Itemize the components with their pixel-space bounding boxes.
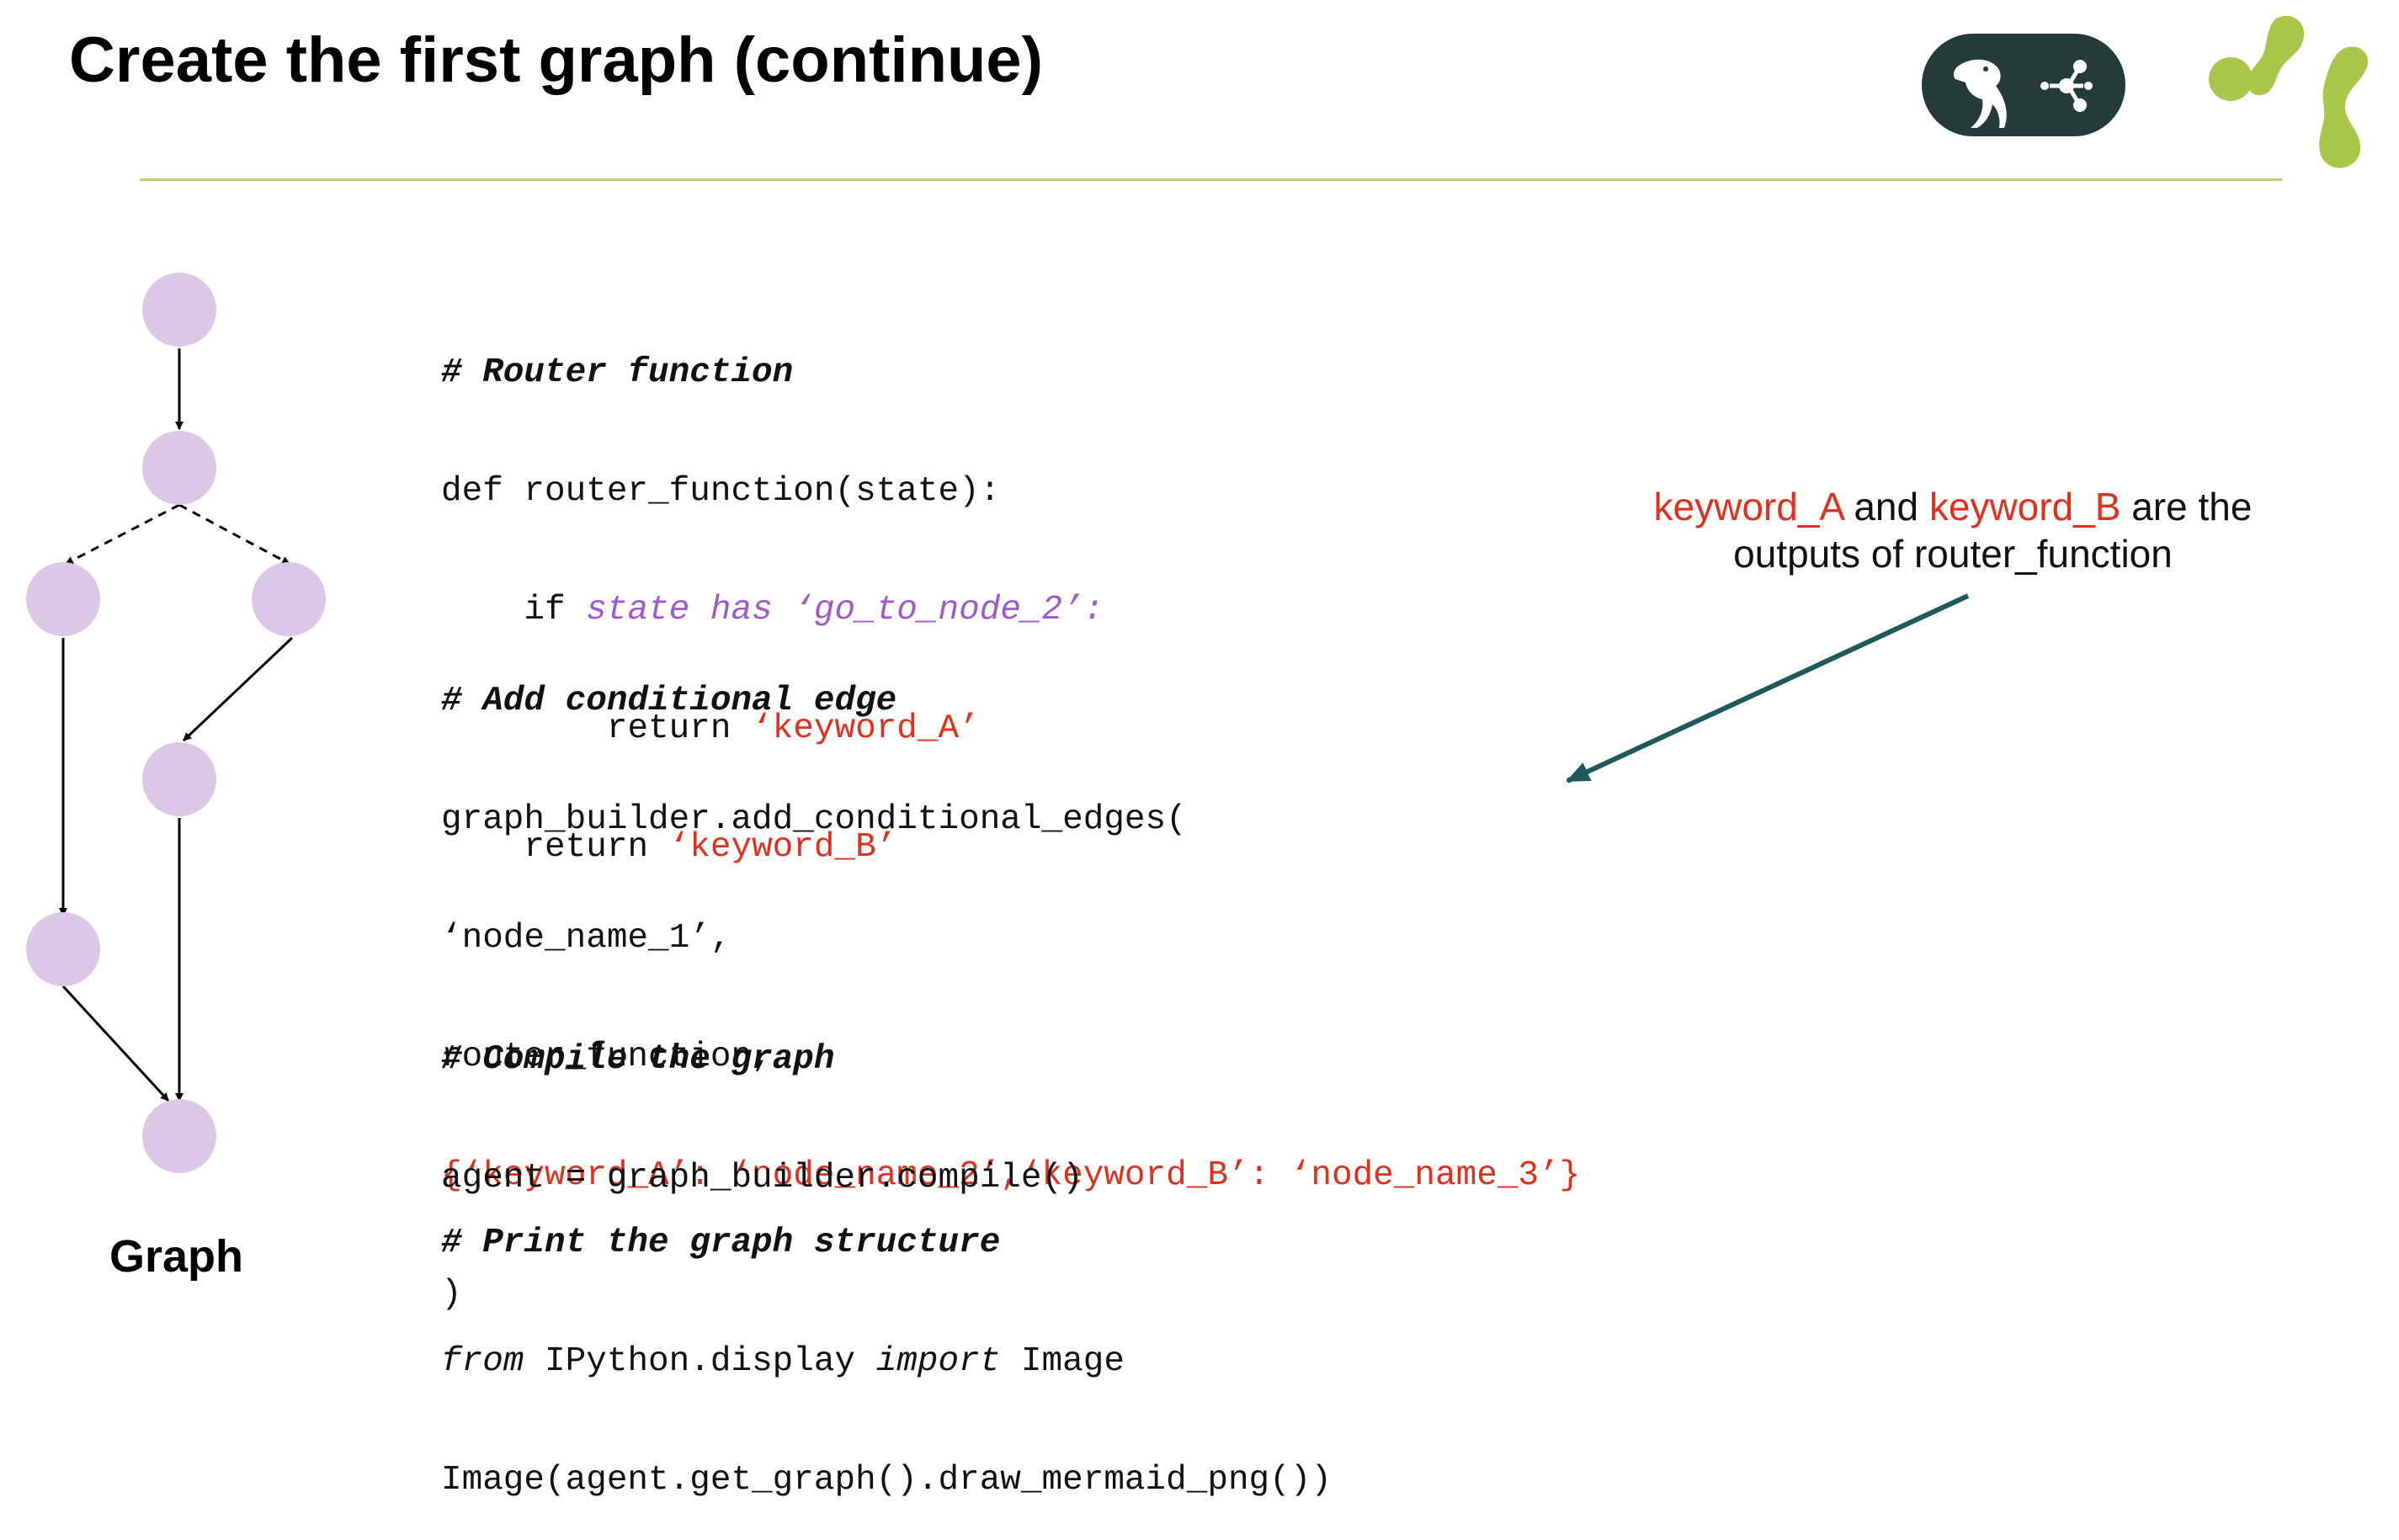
- code-comment: # Add conditional edge: [441, 682, 897, 720]
- code-line: def router_function(state):: [441, 472, 1001, 511]
- code-comment: # Compile the graph: [441, 1040, 835, 1079]
- title-divider: [140, 178, 2282, 181]
- code-print-graph: # Print the graph structure from IPython…: [441, 1144, 1332, 1540]
- code-compile: # Compile the graph agent = graph_builde…: [441, 961, 1083, 1238]
- graph-node-start: [142, 273, 216, 347]
- graph-node-3: [26, 912, 100, 986]
- code-add-conditional-edge: # Add conditional edge graph_builder.add…: [441, 603, 1580, 1354]
- conditional-edge-node1-to-node3: [65, 503, 180, 566]
- code-line: from IPython.display import Image: [441, 1342, 1125, 1381]
- code-router-function: # Router function def router_function(st…: [441, 274, 1104, 907]
- code-line: graph_builder.add_conditional_edges(: [441, 800, 1187, 839]
- annotation-line2: outputs of router_function: [1733, 532, 2173, 576]
- graph-diagram: [26, 273, 326, 1173]
- code-line: if state has ‘go_to_node_2’:: [524, 591, 1104, 629]
- code-line-mapping: {‘keyword_A’: ‘node_name_2’,‘keyword_B’:…: [441, 1156, 1581, 1195]
- annotation-arrow: [1566, 593, 1970, 783]
- graph-caption: Graph: [109, 1231, 244, 1282]
- graph-node-right: [252, 562, 326, 636]
- graph-node-left: [26, 562, 100, 636]
- annotation-text: keyword_A and keyword_B are the outputs …: [1650, 483, 2256, 577]
- graph-node-end: [142, 1099, 216, 1173]
- code-comment: # Print the graph structure: [441, 1224, 1001, 1262]
- code-line: router_function,: [441, 1038, 773, 1076]
- edge-node3-to-end: [61, 985, 170, 1102]
- graph-node-1: [142, 431, 216, 505]
- code-line: return ‘keyword_B’: [524, 828, 897, 867]
- brand-logo: [2209, 15, 2369, 168]
- slide-title: Create the first graph (continue): [69, 24, 1043, 96]
- annotation-line1: keyword_A and keyword_B are the: [1653, 485, 2253, 528]
- langgraph-badge: [1922, 34, 2125, 136]
- conditional-edge-node1-to-node2: [178, 503, 290, 566]
- edge-right-branch: [182, 636, 294, 742]
- code-line: Image(agent.get_graph().draw_mermaid_png…: [441, 1461, 1332, 1500]
- parrot-icon: [1953, 59, 2007, 128]
- code-line: ‘node_name_1’,: [441, 919, 731, 958]
- code-line: agent = graph_builder.compile(): [441, 1159, 1083, 1197]
- code-comment: # Router function: [441, 353, 794, 392]
- code-line: return ‘keyword_A’: [606, 709, 980, 748]
- graph-nodes-icon: [2040, 60, 2093, 112]
- graph-node-2: [142, 742, 216, 816]
